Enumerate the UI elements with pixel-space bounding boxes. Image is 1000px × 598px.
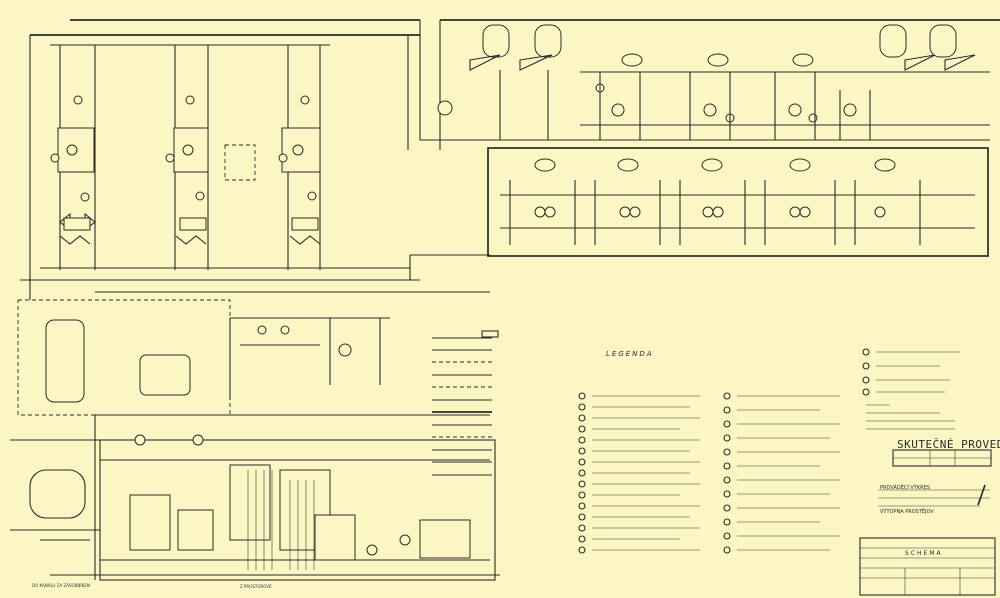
bottom-center-label: Z PROSTOROVÉ [240, 584, 272, 589]
as-built-stamp: SKUTEČNÉ PROVEDENÍ [897, 438, 1000, 451]
title-block-line-1: PROVÁDĚCÍ VÝKRES [880, 485, 930, 491]
bottom-process-area [10, 414, 500, 581]
boiler-unit-3 [278, 45, 321, 270]
legend-title: LEGENDA [606, 350, 654, 358]
numbered-legend-entries [578, 348, 960, 554]
main-header-pipes [20, 19, 490, 300]
top-right-tanks [439, 19, 1000, 150]
bottom-left-label: DO KANÁLU ZA ZÁSOBNÍKEM [32, 583, 91, 588]
title-block-line-2: VÝTOPNA PROSTĚJOV [880, 509, 934, 515]
pump-station-frame [420, 139, 990, 257]
boiler-unit-2 [165, 45, 256, 270]
title-block [859, 449, 996, 596]
title-block-line-3: SCHEMA [905, 550, 943, 557]
line-type-legend [432, 330, 499, 476]
storage-tanks-area [17, 291, 490, 416]
boiler-unit-1 [50, 45, 96, 270]
upper-pump-row [437, 53, 990, 140]
